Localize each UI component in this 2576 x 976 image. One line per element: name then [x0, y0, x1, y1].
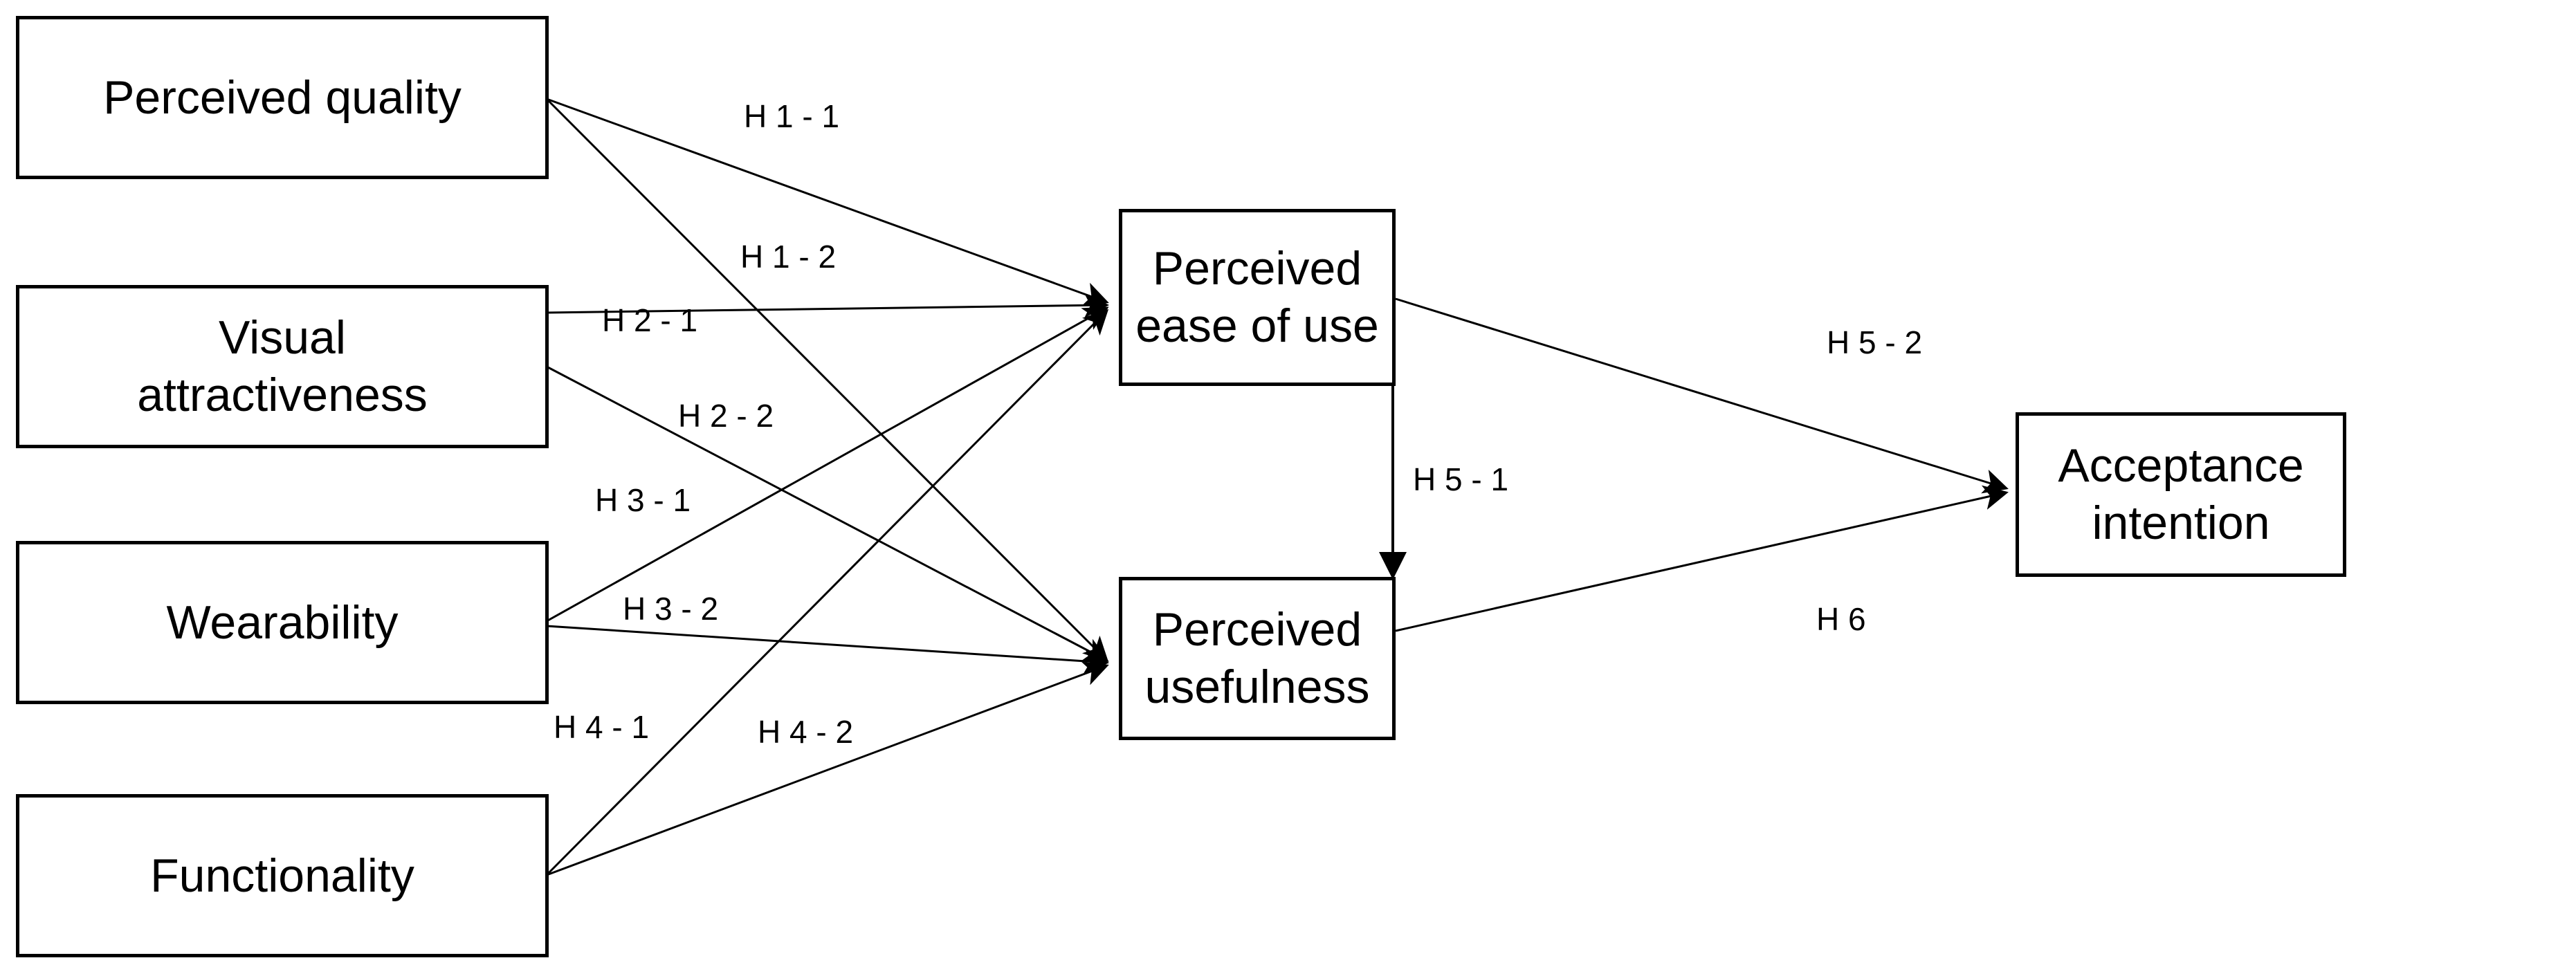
edge-label-h6: H 6: [1816, 601, 1866, 637]
edge-line-h1-2: [545, 98, 1109, 663]
edge-line-h4-1: [545, 309, 1109, 876]
edge-label-h4-2: H 4 - 2: [758, 714, 854, 750]
edge-label-h3-2: H 3 - 2: [623, 591, 719, 627]
edge-label-h5-2: H 5 - 2: [1827, 324, 1923, 360]
node-perceived-ease-of-use[interactable]: Perceived ease of use: [1119, 209, 1396, 386]
edge-line-h3-1: [546, 306, 1109, 623]
edge-line-h6: [1395, 485, 2009, 632]
node-functionality[interactable]: Functionality: [16, 794, 549, 957]
node-perceived-usefulness[interactable]: Perceived usefulness: [1119, 577, 1396, 740]
edge-line-h5-2: [1395, 297, 2009, 494]
edge-line-h2-1: [546, 293, 1109, 318]
edge-label-h1-2: H 1 - 2: [740, 239, 837, 275]
edge-label-h2-1: H 2 - 1: [602, 302, 698, 338]
edge-line-h4-2: [546, 661, 1109, 876]
edge-line-h3-2: [546, 625, 1109, 674]
edge-label-h5-1: H 5 - 1: [1413, 461, 1509, 497]
edge-line-h2-2: [546, 365, 1109, 662]
node-acceptance-intention[interactable]: Acceptance intention: [2016, 412, 2346, 577]
edge-line-h1-1: [546, 98, 1109, 306]
edge-label-h4-1: H 4 - 1: [554, 709, 650, 745]
edge-label-h1-1: H 1 - 1: [744, 98, 840, 134]
node-visual-attractiveness[interactable]: Visual attractiveness: [16, 285, 549, 448]
edge-label-h3-1: H 3 - 1: [595, 482, 691, 518]
node-wearability[interactable]: Wearability: [16, 541, 549, 704]
node-perceived-quality[interactable]: Perceived quality: [16, 16, 549, 179]
edge-label-h2-2: H 2 - 2: [678, 398, 774, 434]
